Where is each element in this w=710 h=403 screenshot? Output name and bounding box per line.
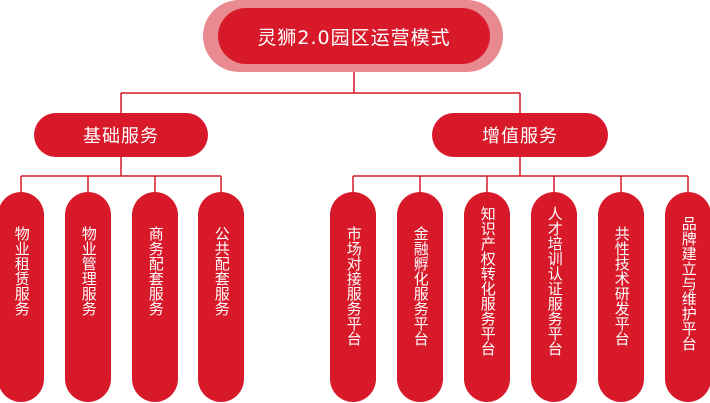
- leaf-label: 物业管理服务: [79, 226, 98, 316]
- group-node-value-added-services: 增值服务: [432, 113, 608, 157]
- leaf-node-business-support: 商务配套服务: [132, 192, 178, 402]
- leaf-node-brand-building: 品牌建立与维护平台: [665, 192, 710, 402]
- leaf-label: 物业租赁服务: [12, 226, 31, 316]
- leaf-node-property-management: 物业管理服务: [65, 192, 111, 402]
- root-node: 灵狮2.0园区运营模式: [218, 8, 490, 64]
- leaf-node-property-leasing: 物业租赁服务: [0, 192, 44, 402]
- leaf-node-public-support: 公共配套服务: [198, 192, 244, 402]
- group-node-basic-services: 基础服务: [34, 113, 208, 157]
- leaf-node-common-technology: 共性技术研发平台: [598, 192, 644, 402]
- leaf-label: 金融孵化服务平台: [411, 226, 430, 346]
- leaf-node-financial-incubation: 金融孵化服务平台: [397, 192, 443, 402]
- leaf-label: 公共配套服务: [212, 226, 231, 316]
- leaf-node-ip-transfer: 知识产权转化服务平台: [464, 192, 510, 402]
- leaf-node-talent-training: 人才培训认证服务平台: [531, 192, 577, 402]
- leaf-label: 市场对接服务平台: [344, 226, 363, 346]
- leaf-label: 人才培训认证服务平台: [545, 206, 564, 356]
- leaf-label: 品牌建立与维护平台: [679, 216, 698, 351]
- leaf-label: 共性技术研发平台: [612, 226, 631, 346]
- leaf-node-market-docking: 市场对接服务平台: [330, 192, 376, 402]
- leaf-label: 知识产权转化服务平台: [478, 206, 497, 356]
- leaf-label: 商务配套服务: [146, 226, 165, 316]
